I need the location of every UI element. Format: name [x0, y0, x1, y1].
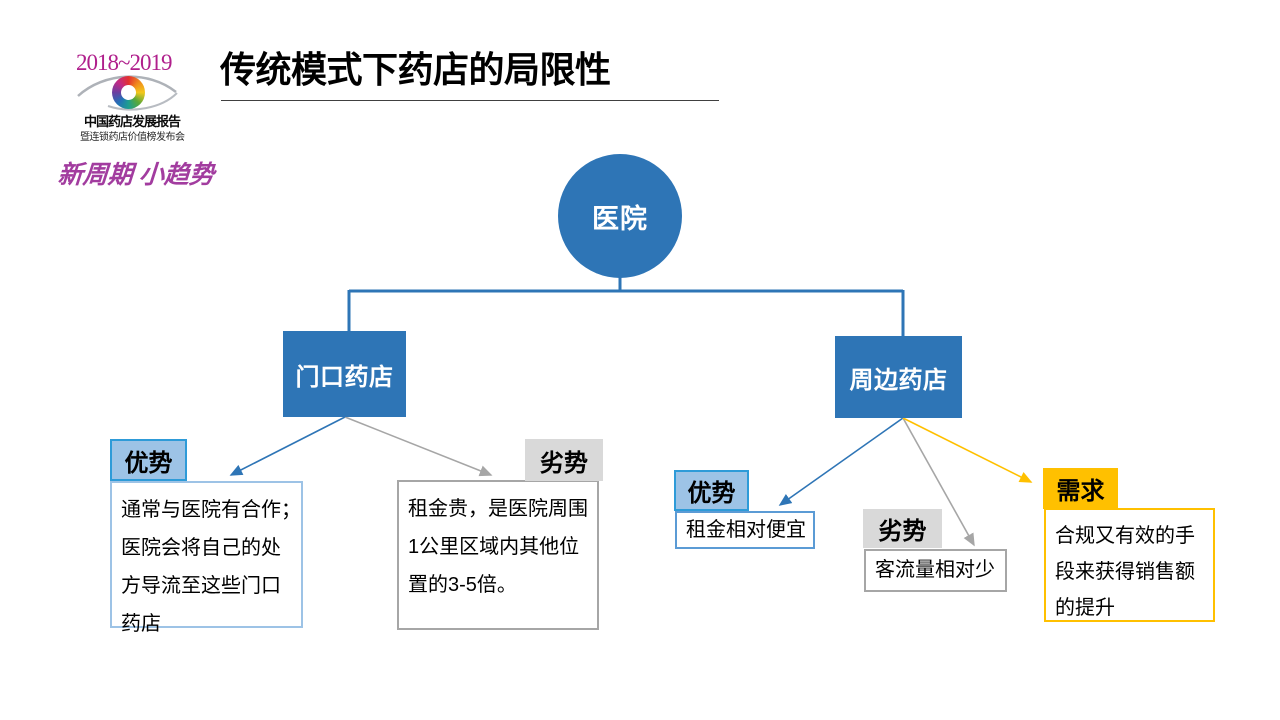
page-title: 传统模式下药店的局限性 — [220, 49, 611, 90]
advantage-note-left: 通常与医院有合作； 医院会将自己的处 方导流至这些门口 药店 — [110, 481, 303, 635]
logo-slogan: 新周期 小趋势 — [56, 162, 216, 189]
note-line: 段来获得销售额 — [1055, 561, 1195, 583]
node-hospital: 医院 — [558, 154, 682, 278]
note-line: 医院会将自己的处 — [121, 537, 281, 559]
logo-years: 2018~2019 — [76, 50, 172, 75]
note-line: 的提升 — [1055, 597, 1115, 619]
node-nearby-pharmacy: 周边药店 — [835, 336, 962, 418]
disadvantage-label-right: 劣势 — [863, 509, 942, 548]
advantage-label-right: 优势 — [674, 470, 749, 511]
note-line: 方导流至这些门口 — [121, 575, 281, 597]
swirl-center — [121, 85, 136, 100]
disadvantage-label-left: 劣势 — [525, 439, 603, 481]
note-line: 药店 — [121, 613, 161, 635]
node-gate-pharmacy: 门口药店 — [283, 331, 406, 417]
note-line: 1公里区域内其他位 — [408, 536, 580, 558]
title-underline — [221, 100, 719, 101]
note-line: 置的3-5倍。 — [408, 574, 517, 596]
demand-label-right: 需求 — [1043, 468, 1118, 509]
note-line: 客流量相对少 — [875, 559, 995, 581]
demand-note-right: 合规又有效的手 段来获得销售额 的提升 — [1044, 508, 1215, 622]
disadvantage-note-right: 客流量相对少 — [864, 549, 1007, 592]
note-line: 租金相对便宜 — [686, 519, 806, 541]
note-line: 合规又有效的手 — [1055, 525, 1195, 547]
logo-report-subtitle: 暨连锁药店价值榜发布会 — [80, 132, 185, 143]
logo-report-title: 中国药店发展报告 — [84, 114, 181, 129]
rainbow-swirl-icon — [112, 76, 145, 109]
advantage-label-left: 优势 — [110, 439, 187, 481]
note-line: 通常与医院有合作； — [121, 499, 301, 521]
disadvantage-note-left: 租金贵，是医院周围 1公里区域内其他位 置的3-5倍。 — [397, 480, 599, 630]
advantage-note-right: 租金相对便宜 — [675, 511, 815, 549]
note-line: 租金贵，是医院周围 — [408, 498, 588, 520]
